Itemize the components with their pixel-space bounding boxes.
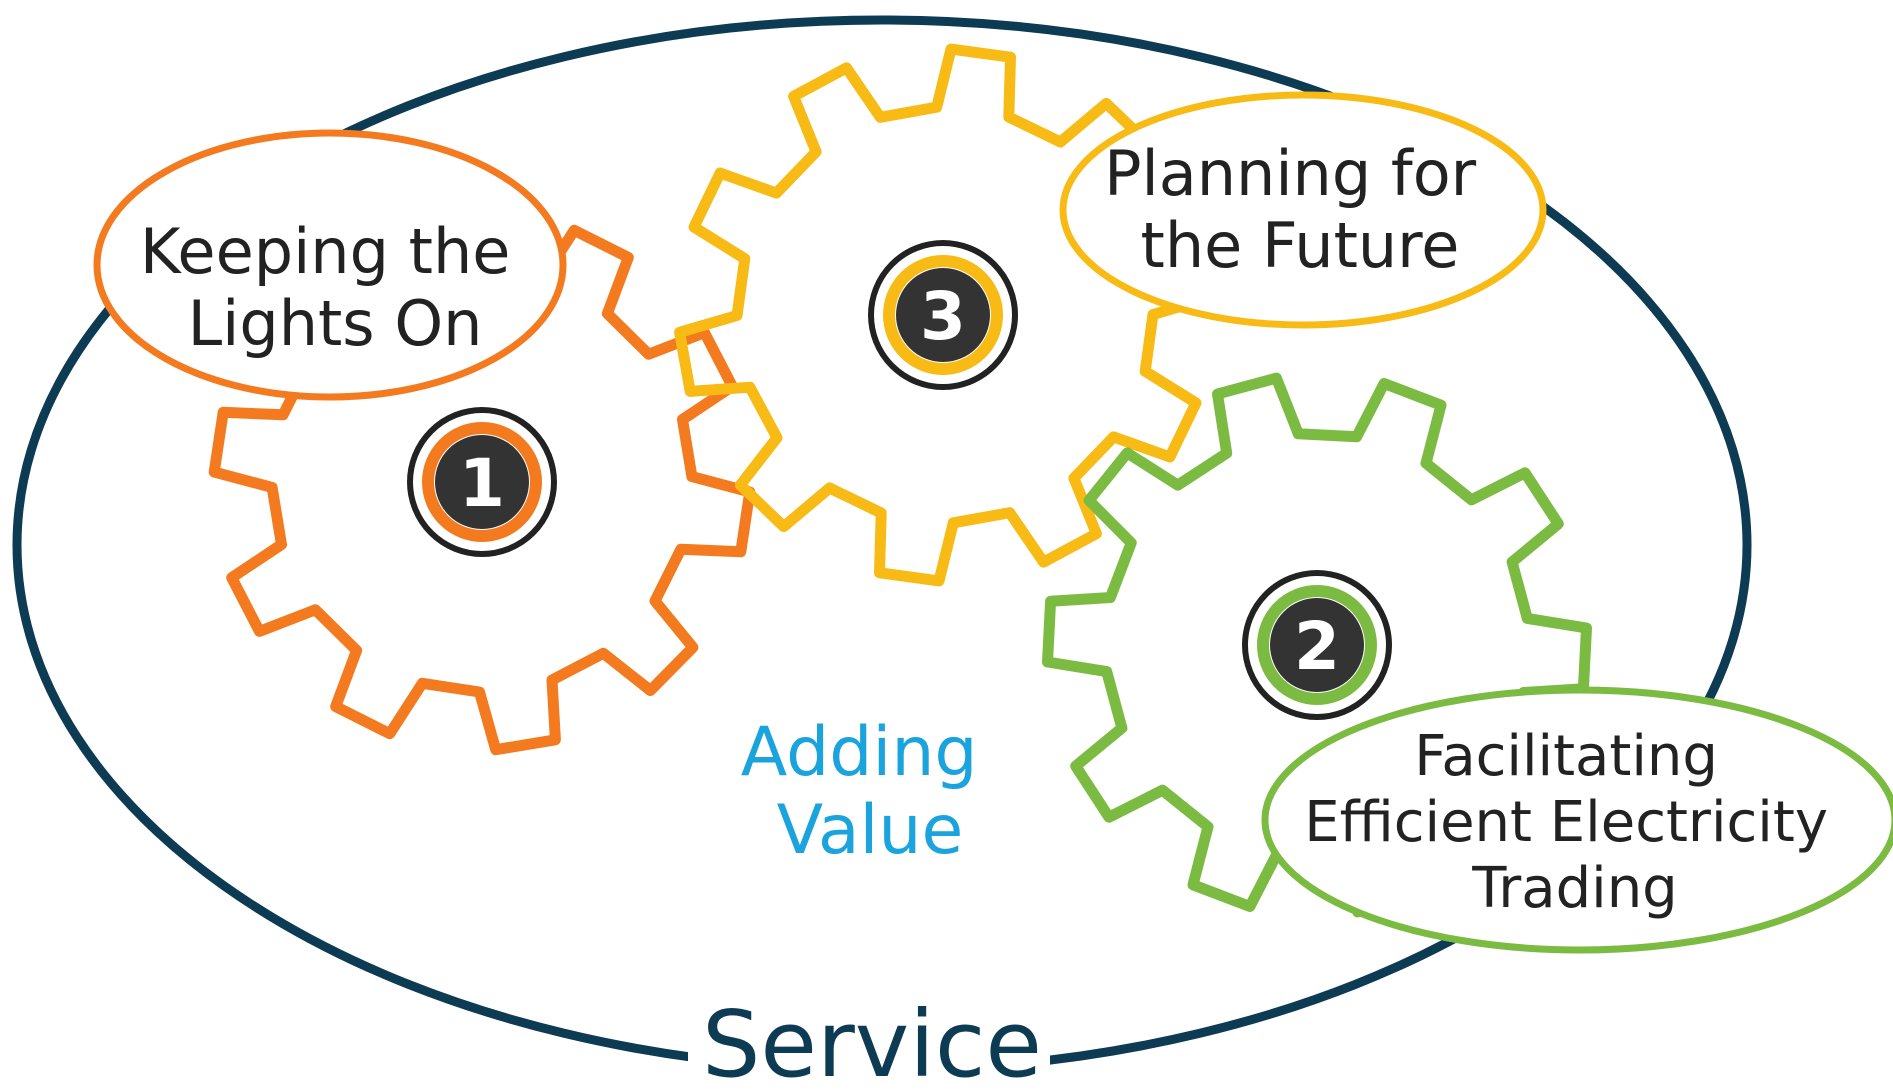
gear-1-label-line-2: Lights On [188,287,483,360]
gear-1-badge-color-ring [422,422,542,542]
gear-2-label-line-3: Trading [1471,856,1677,921]
gear-3-badge-disc [896,268,990,362]
adding-value-label: Adding Value [741,713,999,870]
gear-3-number: 3 [920,278,966,355]
adding-value-line-1: Adding [741,713,978,792]
gear-2-badge-color-ring [1257,585,1377,705]
gear-2-number: 2 [1294,608,1340,685]
gear-2-badge-disc [1270,598,1364,692]
gear-2-label: Facilitating Efficient Electricity Tradi… [1304,724,1846,921]
gear-1-label-line-1: Keeping the [140,215,511,288]
gear-1-number: 1 [459,445,505,522]
gear-1-label: Keeping the Lights On [140,215,530,360]
gear-1-icon [208,208,756,756]
gear-1-badge-disc [435,435,529,529]
gear-1-bubble-outline [93,129,567,401]
gear-3-label-bubble: Planning for the Future [1059,91,1547,329]
gear-2-label-line-1: Facilitating [1414,724,1718,789]
gear-3-number-badge: 3 [868,240,1018,390]
service-label-gap [688,990,1050,1090]
gear-1-number-badge: 1 [407,407,557,557]
gear-2-bubble-outline [1261,686,1893,954]
gear-1-label-bubble: Keeping the Lights On [93,129,567,401]
adding-value-line-2: Value [777,791,964,870]
gear-3-label-line-2: the Future [1141,209,1460,282]
gear-3-bubble-outline [1059,91,1547,329]
gear-3-label-line-1: Planning for [1104,137,1477,210]
gear-2-label-line-2: Efficient Electricity [1304,790,1828,855]
gear-2-number-badge: 2 [1242,570,1392,720]
service-label: Service [702,991,1042,1090]
gear-2-label-bubble: Facilitating Efficient Electricity Tradi… [1261,686,1893,954]
gear-3-label: Planning for the Future [1104,137,1496,282]
gear-3-badge-color-ring [883,255,1003,375]
gear-3-icon [674,43,1216,587]
